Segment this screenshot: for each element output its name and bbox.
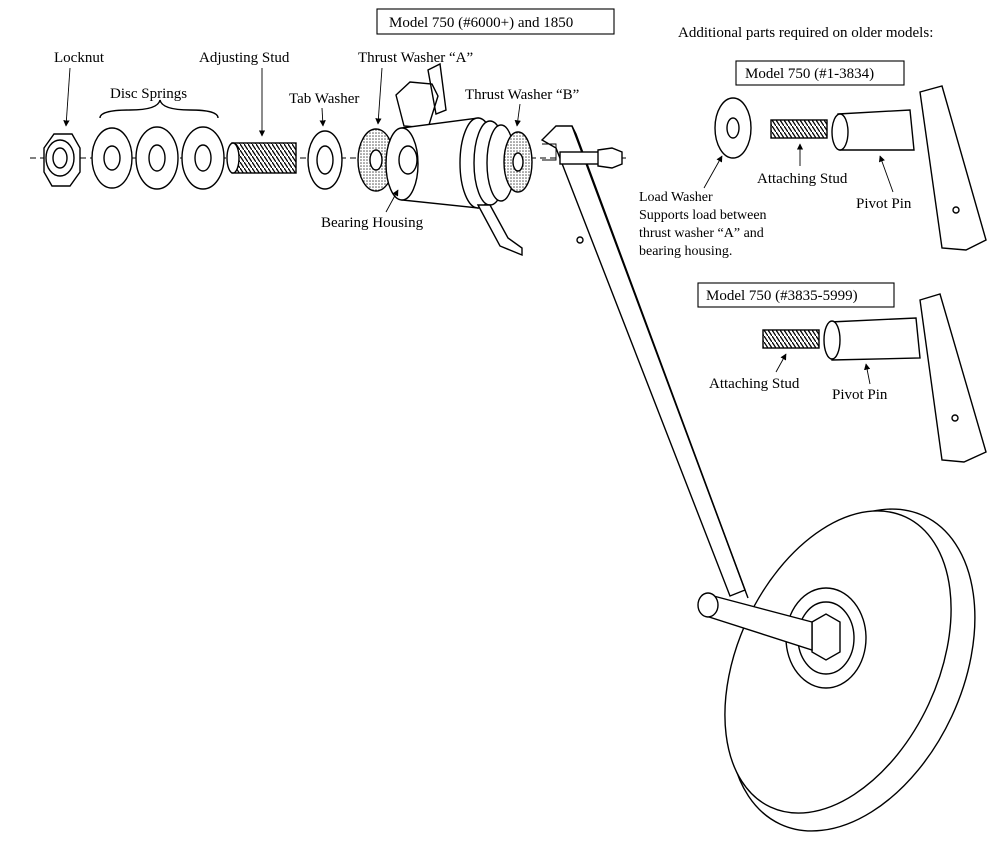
bearing-housing-arrow — [385, 189, 399, 213]
attaching-stud-1-part — [770, 119, 828, 139]
load-washer-part — [714, 97, 752, 159]
older-models-heading: Additional parts required on older model… — [678, 25, 933, 41]
load-washer-arrow — [703, 155, 723, 189]
tab-washer-label: Tab Washer — [289, 91, 359, 107]
thrust-washer-b-arrow — [514, 103, 521, 127]
locknut-part — [43, 133, 81, 187]
thrust-washer-b-part — [503, 131, 533, 193]
svg-text:Model 750 (#1-3834): Model 750 (#1-3834) — [745, 66, 874, 82]
pivot-pin-1-arrow — [878, 155, 894, 193]
thrust-washer-a-part — [357, 128, 395, 192]
locknut-arrow — [63, 67, 71, 127]
attaching-stud-2-part — [762, 329, 820, 349]
arm-part — [540, 125, 749, 599]
arm-stub-2 — [919, 293, 987, 463]
svg-text:Load Washer: Load Washer — [639, 190, 713, 205]
pivot-pin-1-label: Pivot Pin — [856, 196, 912, 212]
svg-text:bearing housing.: bearing housing. — [639, 244, 732, 259]
bearing-housing-label: Bearing Housing — [321, 215, 424, 231]
adjusting-stud-label: Adjusting Stud — [199, 50, 290, 66]
locknut-label: Locknut — [54, 50, 105, 66]
disc-springs-label: Disc Springs — [110, 86, 187, 102]
svg-text:Model 750 (#3835-5999): Model 750 (#3835-5999) — [706, 288, 858, 304]
pivot-pin-1-part — [831, 109, 915, 151]
thrust-washer-b-label: Thrust Washer “B” — [465, 87, 579, 103]
load-washer-note: Load Washer Supports load between thrust… — [639, 190, 767, 259]
tab-washer-arrow — [319, 107, 326, 127]
attaching-stud-2-arrow — [775, 353, 787, 373]
thrust-washer-a-label: Thrust Washer “A” — [358, 50, 473, 66]
thrust-washer-a-arrow — [375, 67, 383, 125]
old-model-title-2: Model 750 (#3835-5999) — [697, 282, 895, 308]
svg-text:thrust washer “A” and: thrust washer “A” and — [639, 226, 764, 241]
wheel-part — [697, 508, 976, 832]
arm-stub-1 — [919, 85, 987, 251]
tab-washer-part — [307, 130, 343, 190]
pivot-pin-2-label: Pivot Pin — [832, 387, 888, 403]
pivot-pin-2-part — [823, 317, 921, 361]
old-model-title-1: Model 750 (#1-3834) — [735, 60, 905, 86]
pivot-pin-2-arrow — [864, 363, 871, 385]
main-model-title: Model 750 (#6000+) and 1850 — [376, 8, 615, 35]
adjusting-stud-part — [226, 142, 297, 174]
attaching-stud-2-label: Attaching Stud — [709, 376, 800, 392]
disc-springs-brace — [99, 99, 219, 119]
svg-text:Model 750 (#6000+) and 1850: Model 750 (#6000+) and 1850 — [389, 15, 573, 31]
attaching-stud-1-label: Attaching Stud — [757, 171, 848, 187]
svg-text:Supports load between: Supports load between — [639, 208, 767, 223]
disc-springs-part — [91, 126, 225, 190]
